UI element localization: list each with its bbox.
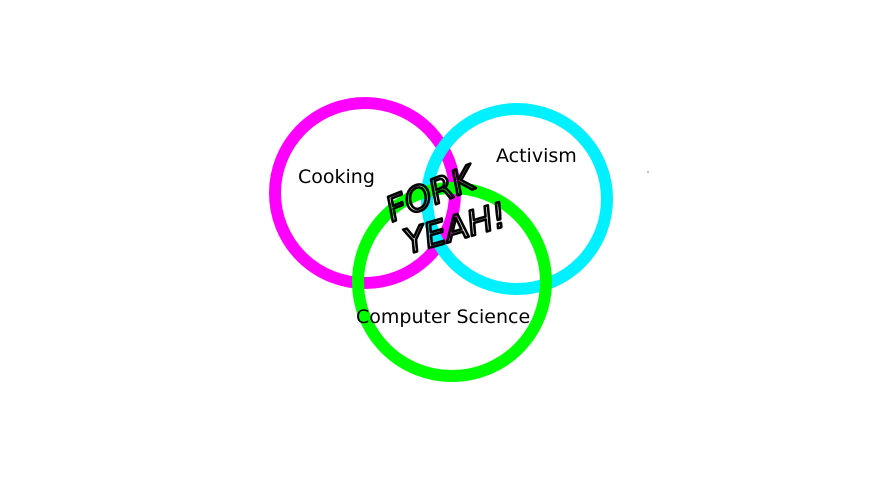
activism-circle [421,103,613,295]
stray-dot [647,171,649,173]
computer-science-circle [352,182,552,382]
cooking-label: Cooking [298,166,375,188]
intersection-annotation: FORK YEAH! [379,156,512,264]
activism-label: Activism [496,145,577,167]
computer-science-label: Computer Science [356,306,530,328]
